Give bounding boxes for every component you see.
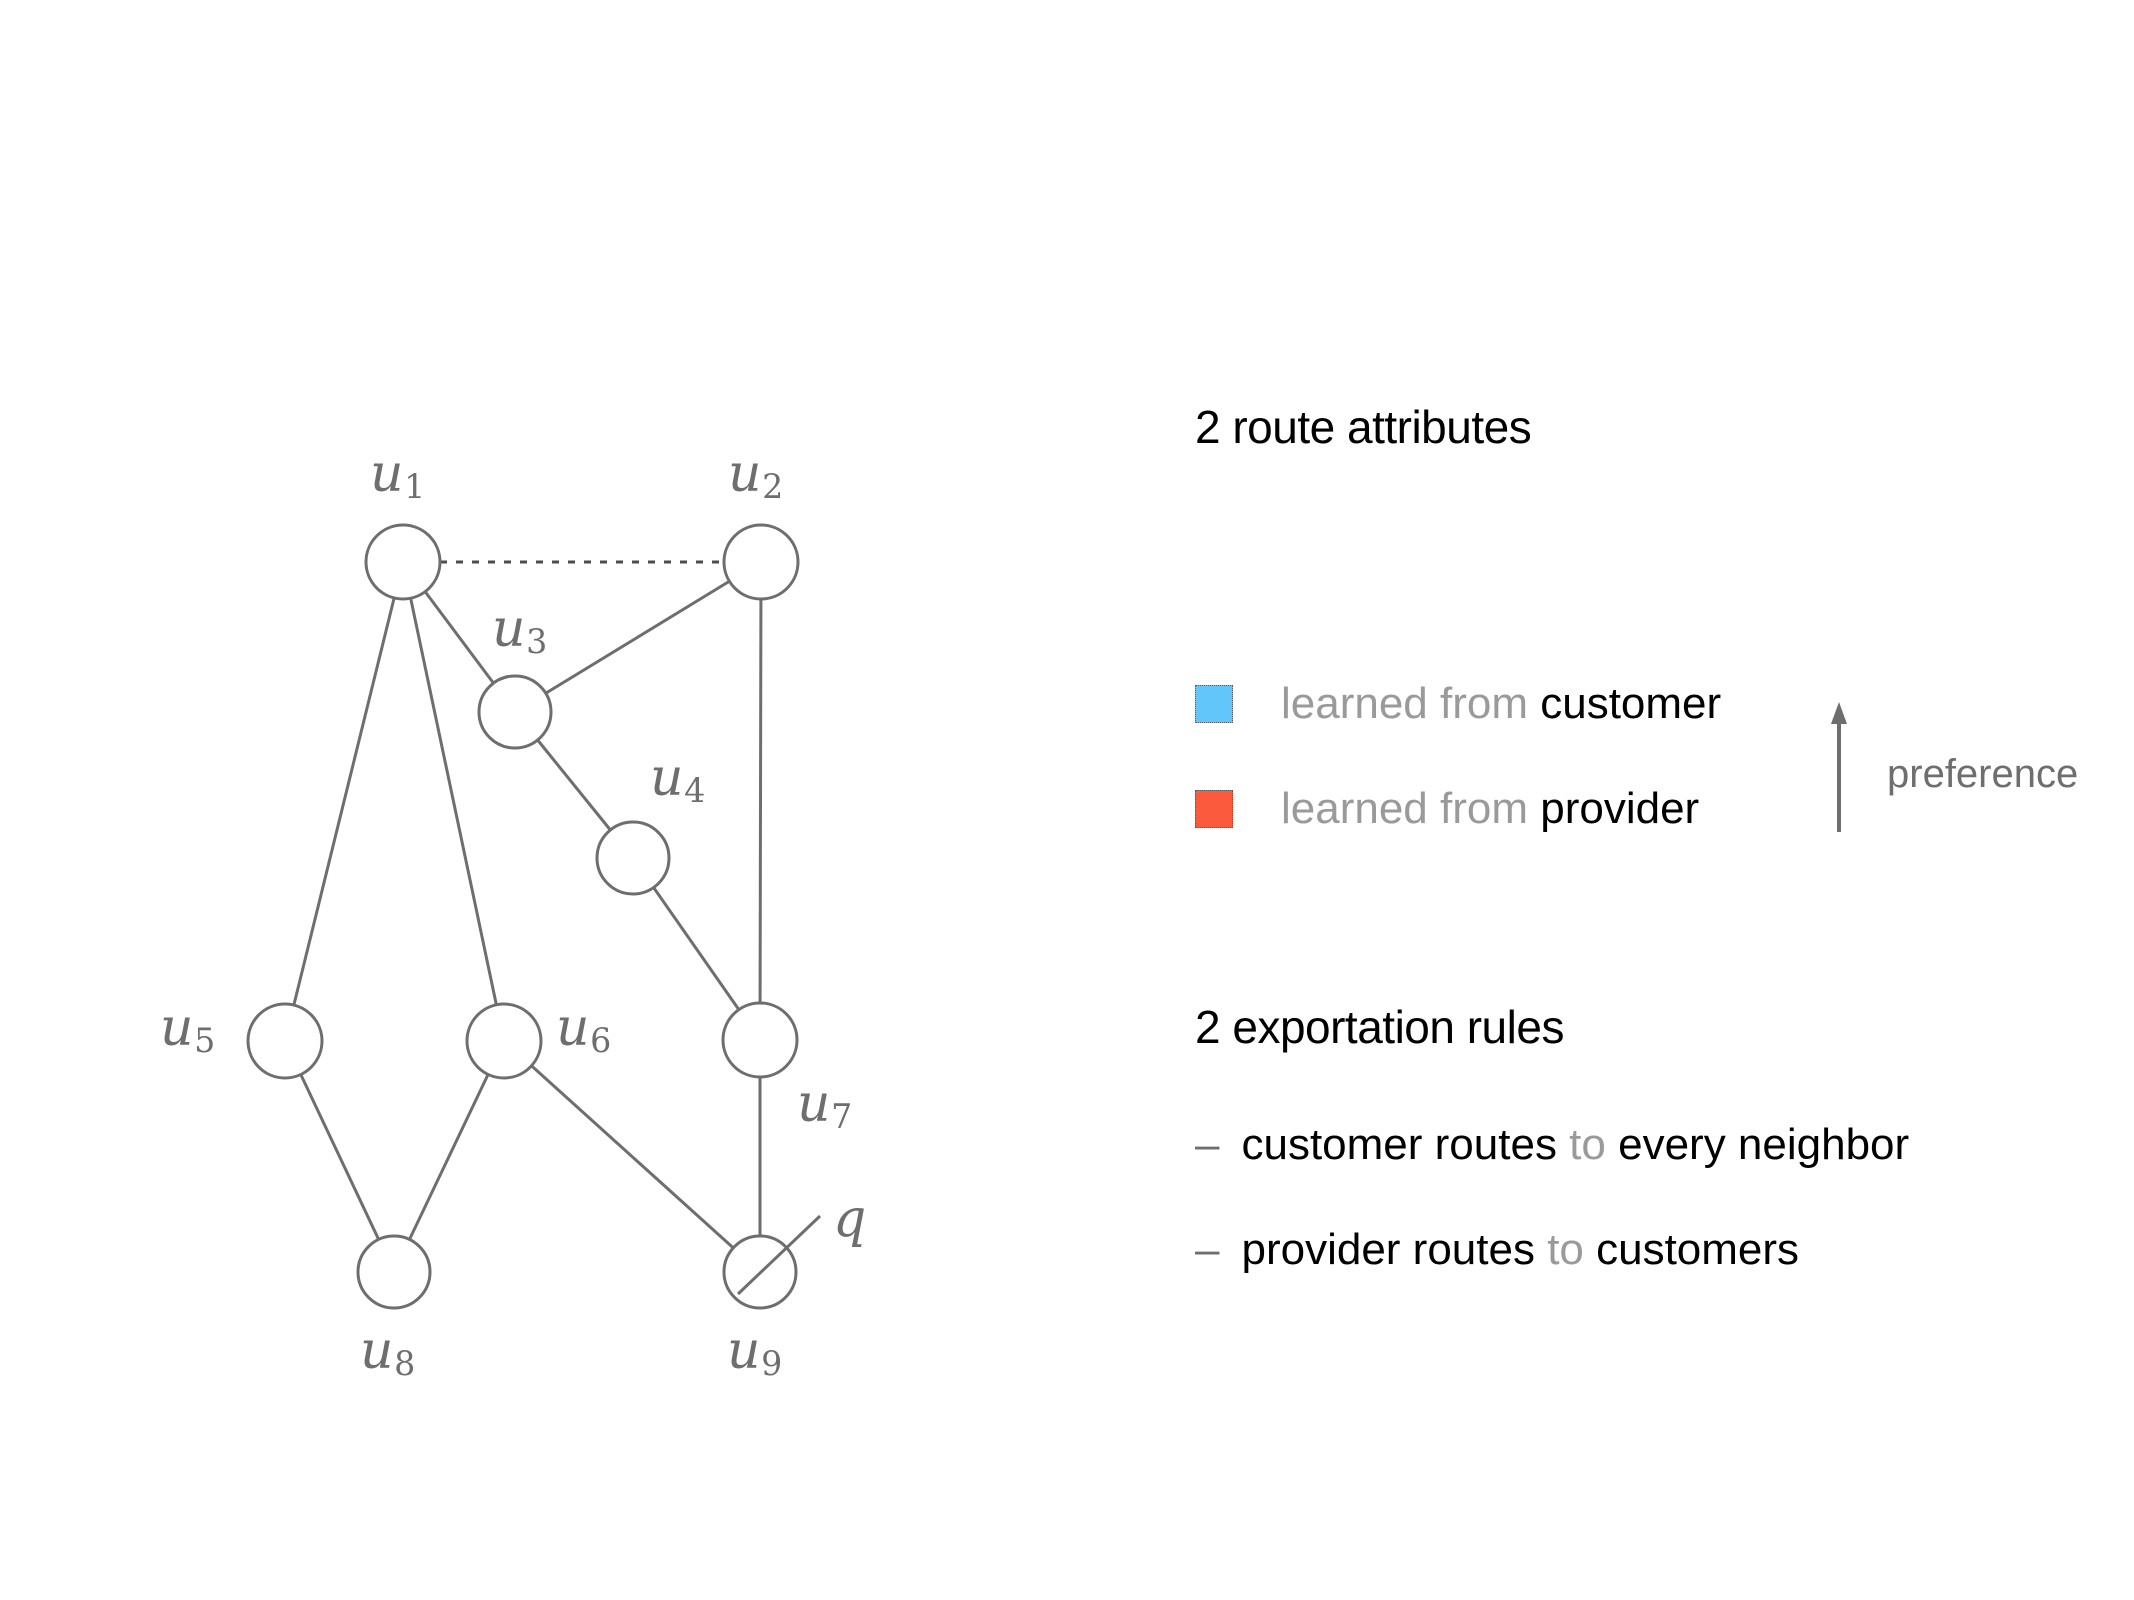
- legend-emphasis-text: customer: [1540, 679, 1722, 728]
- graph-node-label-u8: u8: [360, 1325, 415, 1380]
- graph-node-u3[interactable]: [477, 674, 553, 750]
- legend-emphasis-text: provider: [1540, 784, 1700, 833]
- prefix-marker-layer: [736, 1214, 822, 1296]
- legend-label-provider: learned from provider: [1281, 784, 1699, 834]
- network-graph-svg: [246, 523, 822, 1310]
- legend-label-customer: learned from customer: [1281, 679, 1721, 729]
- graph-edge-u1-u5: [292, 597, 396, 1006]
- graph-edge-u6-u9: [530, 1064, 735, 1249]
- graph-edge-u3-u4: [536, 739, 612, 831]
- preference-up-arrow-icon: [1831, 702, 1847, 832]
- prefix-q-label: q: [833, 1189, 867, 1249]
- node-label-base: u: [650, 748, 684, 808]
- legend-prefix-text: learned from: [1281, 679, 1541, 728]
- node-label-base: u: [727, 1321, 761, 1381]
- graph-node-label-u3: u3: [492, 603, 547, 658]
- node-label-subscript: 5: [194, 1021, 216, 1061]
- node-label-base: u: [360, 1321, 394, 1381]
- graph-node-label-u7: u7: [797, 1078, 852, 1133]
- graph-edge-layer: [292, 560, 763, 1249]
- legend-item-customer[interactable]: learned from customer: [1195, 679, 1721, 729]
- graph-edge-u2-u7: [758, 598, 763, 1004]
- legend-item-provider[interactable]: learned from provider: [1195, 784, 1699, 834]
- graph-node-u4[interactable]: [595, 820, 671, 896]
- graph-edge-u1-u6: [409, 597, 498, 1006]
- node-label-subscript: 8: [394, 1344, 416, 1384]
- graph-node-u2[interactable]: [722, 523, 800, 601]
- graph-node-u1[interactable]: [364, 523, 442, 601]
- node-label-subscript: 4: [684, 771, 706, 811]
- provider-color-swatch: [1195, 790, 1233, 828]
- graph-node-label-u1: u1: [370, 448, 425, 503]
- legend-text-panel: 2 route attributes learned from customer…: [1195, 0, 2134, 1600]
- prefix-q-pointer-line: [736, 1214, 822, 1296]
- graph-node-label-u6: u6: [556, 1002, 611, 1057]
- node-label-subscript: 9: [761, 1344, 783, 1384]
- node-label-subscript: 6: [590, 1021, 612, 1061]
- exportation-rule-customer: –customer routes to every neighbor: [1195, 1120, 1909, 1170]
- customer-color-swatch: [1195, 685, 1233, 723]
- exportation-rules-heading: 2 exportation rules: [1195, 1001, 1564, 1053]
- node-label-base: u: [728, 444, 762, 504]
- graph-edge-u4-u7: [652, 886, 741, 1011]
- graph-node-label-u4: u4: [650, 752, 705, 807]
- exportation-rule-provider: –provider routes to customers: [1195, 1225, 1799, 1275]
- graph-node-label-u9: u9: [727, 1325, 782, 1380]
- node-label-base: u: [370, 444, 404, 504]
- graph-edge-u2-u3: [544, 579, 731, 695]
- rule-text-before: provider routes: [1241, 1225, 1548, 1274]
- preference-label: preference: [1887, 752, 2079, 796]
- rule-text-before: customer routes: [1241, 1120, 1570, 1169]
- node-label-subscript: 1: [404, 467, 426, 507]
- rule-bullet-dash: –: [1195, 1225, 1220, 1274]
- legend-prefix-text: learned from: [1281, 784, 1541, 833]
- rule-text-muted: to: [1569, 1120, 1606, 1169]
- graph-node-u7[interactable]: [721, 1001, 799, 1079]
- node-label-subscript: 3: [526, 622, 548, 662]
- node-label-base: u: [492, 599, 526, 659]
- node-label-subscript: 7: [831, 1097, 853, 1137]
- node-label-base: u: [797, 1074, 831, 1134]
- node-label-base: u: [556, 998, 590, 1058]
- rule-text-after: every neighbor: [1605, 1120, 1910, 1169]
- graph-node-u5[interactable]: [246, 1002, 324, 1080]
- rule-text-after: customers: [1583, 1225, 1800, 1274]
- route-attributes-heading: 2 route attributes: [1195, 401, 1532, 453]
- graph-edge-u1-u3: [423, 590, 495, 685]
- node-label-subscript: 2: [762, 467, 784, 507]
- rule-bullet-dash: –: [1195, 1120, 1220, 1169]
- graph-node-u8[interactable]: [356, 1234, 432, 1310]
- rule-text-muted: to: [1547, 1225, 1584, 1274]
- graph-edge-u6-u8: [408, 1073, 490, 1241]
- graph-edge-u5-u8: [299, 1073, 380, 1241]
- node-label-base: u: [160, 998, 194, 1058]
- graph-node-u6[interactable]: [465, 1002, 543, 1080]
- graph-node-label-u2: u2: [728, 448, 783, 503]
- graph-node-label-u5: u5: [160, 1002, 215, 1057]
